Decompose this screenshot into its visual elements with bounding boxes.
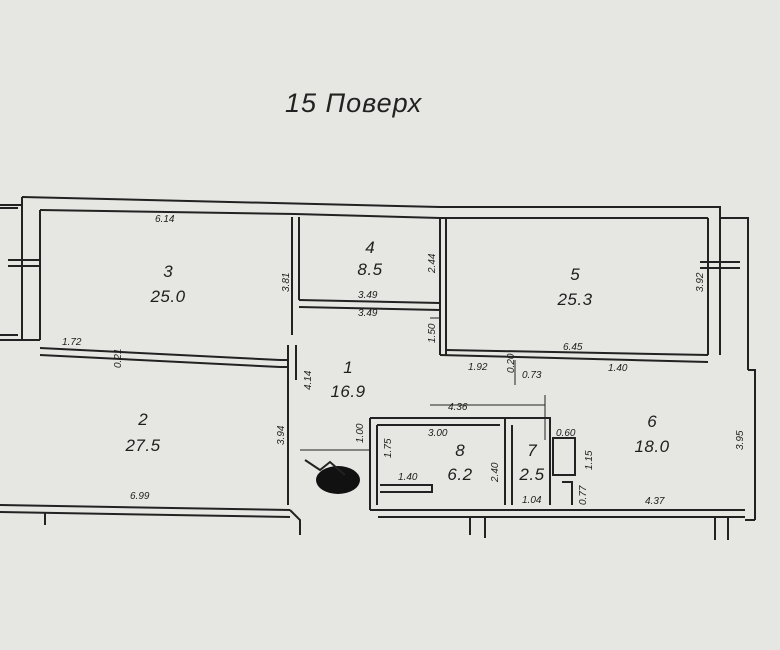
dim-3-49-a: 3.49 <box>358 290 378 301</box>
room-8-area: 6.2 <box>447 465 473 484</box>
room-4-number: 4 <box>365 238 375 257</box>
room-1-number: 1 <box>343 358 353 377</box>
room4-bottom <box>298 299 441 311</box>
dim-3-00: 3.00 <box>428 428 448 439</box>
dim-0-73: 0.73 <box>522 370 542 381</box>
room-5-number: 5 <box>570 265 580 284</box>
bottom-notches <box>44 509 729 540</box>
dim-1-75: 1.75 <box>383 438 394 458</box>
room-7-number: 7 <box>527 441 537 460</box>
dim-2-40: 2.40 <box>490 462 501 482</box>
room-7-area: 2.5 <box>519 465 545 484</box>
dim-1-04: 1.04 <box>522 495 542 506</box>
outer-wall-top-inner <box>39 209 708 219</box>
room-2-area: 27.5 <box>125 436 161 455</box>
outer-wall-bottom <box>0 504 745 518</box>
ink-smudge <box>316 466 360 494</box>
dim-0-21: 0.21 <box>113 348 124 368</box>
room-8-number: 8 <box>455 441 465 460</box>
dim-2-44: 2.44 <box>427 253 438 273</box>
dim-4-14: 4.14 <box>303 370 314 390</box>
dim-1-00: 1.00 <box>355 423 366 443</box>
dim-3-95: 3.95 <box>735 430 746 450</box>
dim-0-20: 0.20 <box>506 353 517 373</box>
window-left <box>8 259 41 300</box>
dim-lines <box>300 317 546 451</box>
bath8-inner <box>380 484 433 493</box>
dim-3-81: 3.81 <box>281 272 292 292</box>
wall-3-2 <box>0 339 281 368</box>
window-right <box>700 218 740 355</box>
outer-wall-top <box>21 196 749 370</box>
room-1-area: 16.9 <box>330 382 366 401</box>
room-4-area: 8.5 <box>357 260 383 279</box>
dim-1-72: 1.72 <box>62 337 82 348</box>
dim-1-92: 1.92 <box>468 362 488 373</box>
room-5-area: 25.3 <box>557 290 593 309</box>
outer-wall-right-lower <box>745 369 756 521</box>
dim-3-49-b: 3.49 <box>358 308 378 319</box>
floor-title: 15 Поверх <box>285 88 423 118</box>
dim-1-50: 1.50 <box>427 323 438 343</box>
room-3-area: 25.0 <box>150 287 186 306</box>
bath7 <box>505 417 551 505</box>
wall-3-4 <box>291 217 300 335</box>
corridor-wall <box>287 345 297 505</box>
dim-1-40-b: 1.40 <box>398 472 418 483</box>
dim-4-37: 4.37 <box>645 496 665 507</box>
dim-6-99: 6.99 <box>130 491 150 502</box>
room4-right <box>439 218 447 355</box>
stair-mark <box>304 459 346 476</box>
room-3-number: 3 <box>163 262 173 281</box>
room5-bottom <box>439 349 709 363</box>
room-6-number: 6 <box>647 412 657 431</box>
dim-0-77: 0.77 <box>578 485 589 505</box>
dim-3-94: 3.94 <box>276 425 287 445</box>
dim-6-45: 6.45 <box>563 342 583 353</box>
dim-3-92: 3.92 <box>695 272 706 292</box>
dim-0-60: 0.60 <box>556 428 576 439</box>
dim-1-40-a: 1.40 <box>608 363 628 374</box>
dim-4-36: 4.36 <box>448 402 468 413</box>
left-balcony <box>0 204 22 341</box>
wall-2-right <box>280 359 288 368</box>
outer-wall-left <box>21 197 41 340</box>
dim-1-15: 1.15 <box>584 450 595 470</box>
shaft <box>552 437 576 505</box>
dim-6-14: 6.14 <box>155 214 175 225</box>
room-2-number: 2 <box>138 410 148 429</box>
room-6-area: 18.0 <box>634 437 670 456</box>
